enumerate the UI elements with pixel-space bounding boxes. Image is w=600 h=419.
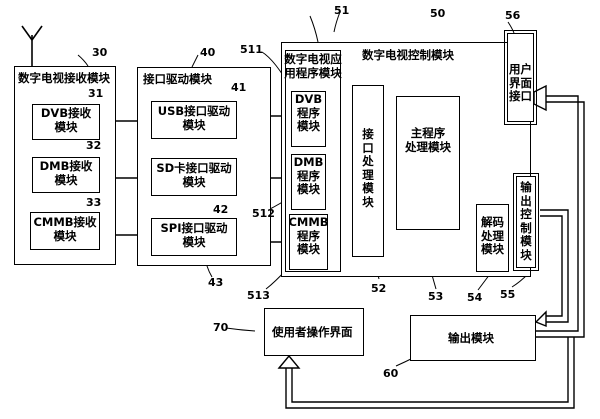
user-operation-ui-ref: 70 — [213, 321, 229, 334]
app-program-title: 数字电视应 用程序模块 — [284, 52, 342, 80]
dmb-receive-ref: 32 — [86, 139, 102, 152]
dmb-receive-module — [32, 157, 100, 193]
dvb-program-module — [291, 91, 326, 147]
decode-module — [476, 204, 509, 272]
sd-driver-module — [151, 158, 237, 196]
user-interface-port-ref: 56 — [505, 9, 521, 22]
usb-driver-ref: 41 — [231, 81, 247, 94]
interface-processing-module — [352, 85, 384, 257]
dmb-receive-label: DMB接收 模块 — [39, 159, 93, 187]
user-interface-port — [504, 30, 537, 125]
main-program-module — [396, 96, 460, 230]
usb-driver-label: USB接口驱动 模块 — [157, 104, 231, 132]
interface-driver-ref: 40 — [200, 46, 216, 59]
dmb-program-label: DMB 程序 模块 — [293, 155, 324, 196]
decode-ref: 54 — [467, 291, 483, 304]
dvb-program-label: DVB 程序 模块 — [294, 92, 323, 133]
tv-control-title: 数字电视控制模块 — [362, 48, 454, 62]
tv-control-ref: 50 — [430, 7, 446, 20]
dvb-receive-module — [32, 104, 100, 140]
spi-driver-ref: 43 — [208, 276, 224, 289]
interface-driver-title: 接口驱动模块 — [143, 72, 212, 86]
main-program-ref: 53 — [428, 290, 444, 303]
spi-driver-label: SPI接口驱动 模块 — [160, 221, 228, 249]
sd-driver-ref: 42 — [213, 203, 229, 216]
dvb-receive-ref: 31 — [88, 87, 104, 100]
main-program-label: 主程序 处理模块 — [405, 126, 451, 154]
decode-label: 解码 处理 模块 — [481, 215, 504, 256]
dvb-program-ref: 511 — [240, 43, 263, 56]
output-module-ref: 60 — [383, 367, 399, 380]
cmmb-program-module — [289, 214, 328, 270]
sd-driver-label: SD卡接口驱动 模块 — [156, 161, 232, 189]
antenna-icon — [21, 25, 43, 66]
output-module-label: 输出模块 — [448, 331, 494, 345]
receiver-module-ref: 30 — [92, 46, 108, 59]
output-control-label: 输 出 控 制 模 块 — [520, 180, 532, 262]
receiver-module-title: 数字电视接收模块 — [18, 71, 110, 85]
cmmb-program-label: CMMB 程序 模块 — [288, 215, 329, 256]
cmmb-program-ref: 513 — [247, 289, 270, 302]
user-operation-ui — [264, 308, 364, 356]
dmb-program-ref: 512 — [252, 207, 275, 220]
cmmb-receive-label: CMMB接收 模块 — [33, 215, 97, 243]
output-module — [410, 315, 536, 361]
output-control-module — [513, 173, 539, 271]
user-operation-ui-label: 使用者操作界面 — [272, 325, 353, 339]
user-interface-port-label: 用户 界面 接口 — [509, 62, 532, 103]
usb-driver-module — [151, 101, 237, 139]
interface-processing-label: 接 口 处 理 模 块 — [362, 127, 374, 209]
interface-processing-ref: 52 — [371, 282, 387, 295]
spi-driver-module — [151, 218, 237, 256]
dmb-program-module — [291, 154, 326, 210]
cmmb-receive-module — [30, 212, 100, 250]
dvb-receive-label: DVB接收 模块 — [40, 106, 92, 134]
app-program-ref: 51 — [334, 4, 350, 17]
double-line-connectors — [277, 84, 585, 409]
output-control-ref: 55 — [500, 288, 516, 301]
cmmb-receive-ref: 33 — [86, 196, 102, 209]
